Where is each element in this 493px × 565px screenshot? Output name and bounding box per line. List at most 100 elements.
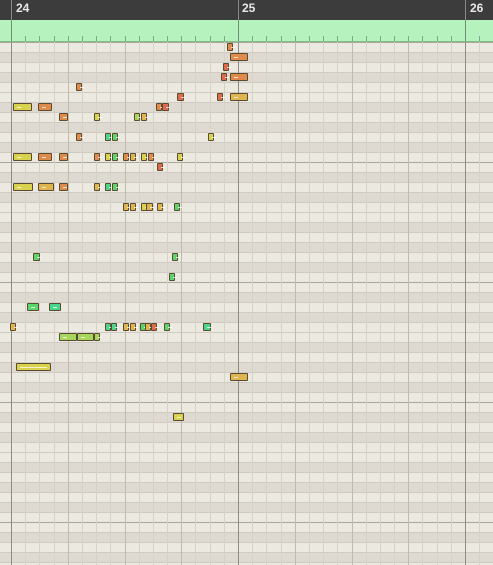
loop-tick: [139, 36, 140, 41]
midi-note[interactable]: [162, 103, 170, 111]
midi-note[interactable]: [105, 153, 113, 161]
midi-note[interactable]: [49, 303, 61, 311]
row-divider: [0, 562, 493, 563]
midi-note[interactable]: [230, 73, 248, 81]
grid-line: [139, 42, 140, 565]
midi-note[interactable]: [134, 113, 142, 121]
midi-note[interactable]: [203, 323, 211, 331]
midi-note[interactable]: [76, 133, 84, 141]
midi-note[interactable]: [77, 333, 94, 341]
midi-note[interactable]: [13, 183, 33, 191]
midi-note[interactable]: [208, 133, 216, 141]
midi-note[interactable]: [16, 363, 51, 371]
midi-note[interactable]: [141, 113, 149, 121]
midi-note[interactable]: [94, 333, 102, 341]
row-divider: [0, 262, 493, 263]
note-grid[interactable]: [0, 42, 493, 565]
midi-note[interactable]: [230, 373, 248, 381]
black-key-row: [0, 222, 493, 232]
midi-note[interactable]: [112, 133, 120, 141]
grid-line: [252, 42, 253, 565]
grid-line: [125, 42, 126, 565]
loop-tick: [167, 36, 168, 41]
midi-note[interactable]: [177, 93, 185, 101]
midi-note[interactable]: [169, 273, 177, 281]
midi-note[interactable]: [141, 153, 149, 161]
loop-region-bar[interactable]: [0, 20, 493, 42]
loop-tick: [153, 36, 154, 41]
loop-tick: [54, 36, 55, 41]
grid-line: [167, 42, 168, 565]
grid-line: [479, 42, 480, 565]
row-divider: [0, 452, 493, 453]
midi-note[interactable]: [177, 153, 185, 161]
row-divider: [0, 512, 493, 513]
midi-note[interactable]: [173, 413, 184, 421]
grid-line: [181, 42, 182, 565]
timeline-ruler[interactable]: 24 25 26: [0, 0, 493, 20]
midi-note[interactable]: [111, 323, 119, 331]
midi-note[interactable]: [157, 163, 165, 171]
row-divider: [0, 192, 493, 193]
loop-tick: [39, 36, 40, 41]
midi-note[interactable]: [157, 203, 165, 211]
midi-note[interactable]: [123, 203, 131, 211]
midi-note[interactable]: [33, 253, 41, 261]
midi-note[interactable]: [76, 83, 84, 91]
black-key-row: [0, 412, 493, 422]
midi-note[interactable]: [105, 183, 113, 191]
loop-tick: [125, 36, 126, 41]
midi-note[interactable]: [217, 93, 225, 101]
midi-note[interactable]: [59, 333, 77, 341]
midi-note[interactable]: [221, 73, 229, 81]
row-divider: [0, 522, 493, 523]
midi-note[interactable]: [227, 43, 235, 51]
midi-note[interactable]: [230, 93, 248, 101]
midi-note[interactable]: [38, 153, 52, 161]
midi-note[interactable]: [13, 103, 32, 111]
midi-note[interactable]: [38, 103, 52, 111]
midi-note[interactable]: [112, 153, 120, 161]
midi-note[interactable]: [94, 153, 102, 161]
midi-note[interactable]: [174, 203, 182, 211]
midi-note[interactable]: [172, 253, 180, 261]
midi-note[interactable]: [94, 113, 102, 121]
midi-note[interactable]: [151, 323, 159, 331]
midi-note[interactable]: [123, 153, 131, 161]
row-divider: [0, 402, 493, 403]
midi-note[interactable]: [10, 323, 18, 331]
midi-note[interactable]: [130, 153, 138, 161]
midi-note[interactable]: [164, 323, 172, 331]
midi-note[interactable]: [230, 53, 248, 61]
midi-note[interactable]: [59, 183, 68, 191]
loop-tick: [96, 36, 97, 41]
midi-note[interactable]: [223, 63, 231, 71]
midi-note[interactable]: [146, 203, 154, 211]
grid-line: [451, 42, 452, 565]
black-key-row: [0, 342, 493, 352]
midi-note[interactable]: [13, 153, 32, 161]
loop-tick: [238, 20, 239, 41]
midi-note[interactable]: [27, 303, 39, 311]
row-divider: [0, 372, 493, 373]
grid-line: [281, 42, 282, 565]
midi-note[interactable]: [59, 153, 68, 161]
midi-note[interactable]: [38, 183, 54, 191]
grid-line: [153, 42, 154, 565]
ruler-bar-line: [238, 0, 239, 20]
midi-note[interactable]: [94, 183, 102, 191]
loop-tick: [352, 36, 353, 41]
grid-line: [394, 42, 395, 565]
midi-note[interactable]: [105, 133, 113, 141]
row-divider: [0, 292, 493, 293]
midi-note[interactable]: [59, 113, 68, 121]
black-key-row: [0, 462, 493, 472]
midi-note[interactable]: [148, 153, 156, 161]
midi-note[interactable]: [130, 323, 138, 331]
midi-note[interactable]: [130, 203, 138, 211]
black-key-row: [0, 532, 493, 542]
midi-note[interactable]: [112, 183, 120, 191]
row-divider: [0, 492, 493, 493]
midi-note[interactable]: [123, 323, 131, 331]
loop-tick: [82, 36, 83, 41]
